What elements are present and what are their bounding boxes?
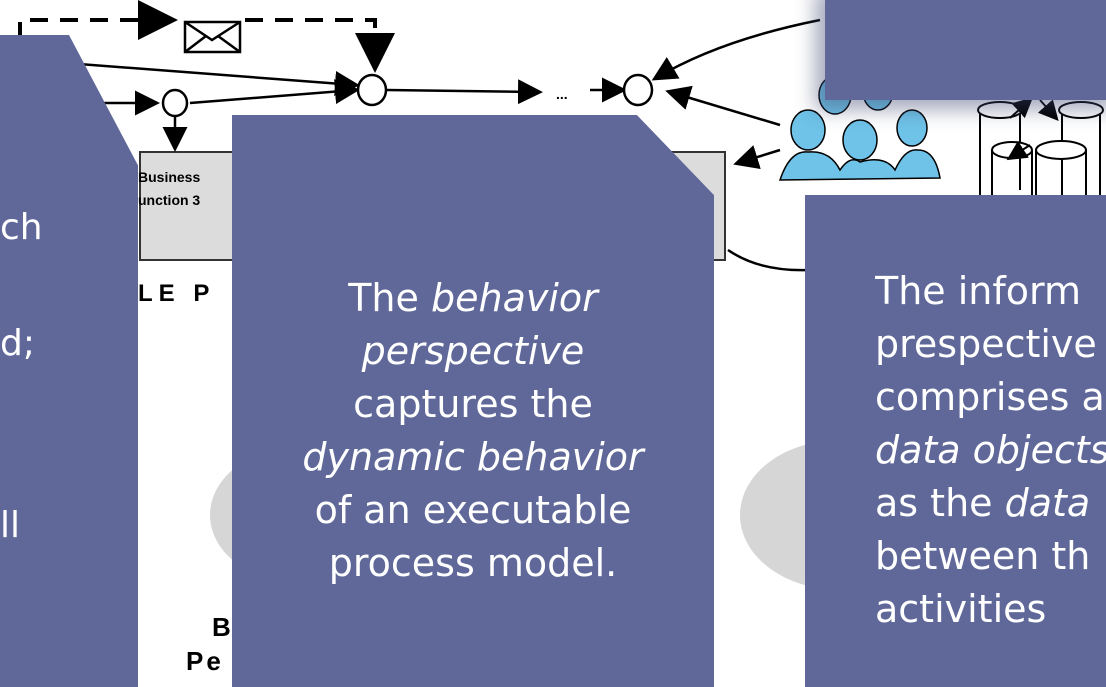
- message-flow-dashed: [18, 0, 178, 40]
- event-circle-1: [161, 88, 189, 118]
- info-line3: comprises a: [875, 375, 1105, 419]
- bottom-label-line2: Pe: [186, 646, 224, 676]
- business-function-line: Business unction 3: [138, 169, 201, 208]
- info-line1: The inform: [875, 269, 1081, 313]
- envelope-icon: [183, 20, 242, 54]
- card-behavior: The behavior perspective captures the dy…: [232, 115, 714, 687]
- card-information: The inform prespective comprises a data …: [805, 195, 1106, 687]
- flow-arc-top-right: [651, 18, 821, 81]
- info-text-block: The inform prespective comprises a data …: [875, 265, 1106, 636]
- behavior-mid1: captures the: [353, 382, 593, 426]
- business-function-label: Business unction 3: [138, 166, 200, 212]
- info-line6: between th: [875, 534, 1091, 578]
- card-left-line1: ch: [0, 207, 43, 248]
- behavior-text-prefix: The: [348, 276, 431, 320]
- info-line4-em: data objects: [875, 428, 1106, 472]
- behavior-em2: dynamic behavior: [302, 435, 644, 479]
- info-line4: data objects: [875, 424, 1106, 477]
- gateway-circle-1: [356, 73, 388, 107]
- info-line5-em: data: [1004, 481, 1091, 525]
- behavior-description: The behavior perspective captures the dy…: [282, 272, 664, 590]
- ellipsis-label: ...: [556, 86, 568, 102]
- message-flow-dashed-2: [245, 18, 395, 73]
- card-top-right: [825, 0, 1106, 100]
- info-line5: as the data: [875, 477, 1106, 530]
- card-left-line3: ll: [0, 505, 21, 546]
- info-line5-prefix: as the: [875, 481, 1005, 525]
- info-line2: prespective: [875, 322, 1097, 366]
- process-label-fragment: LE P: [138, 280, 216, 307]
- flow-line-mid: [189, 79, 360, 105]
- behavior-em1: behavior perspective: [361, 276, 598, 373]
- gateway-circle-2: [622, 73, 654, 107]
- flow-gateway-out: [386, 79, 543, 105]
- card-left: ch d; ll: [0, 35, 138, 687]
- behavior-suffix: of an executable process model.: [314, 488, 632, 585]
- info-line7: activities: [875, 587, 1047, 631]
- database-cylinders-icon: [977, 97, 1104, 200]
- flow-people-to-box: [733, 145, 781, 170]
- bottom-label-line1: B: [212, 612, 231, 642]
- flow-arc-box-right: [727, 248, 811, 272]
- flow-people-to-gateway: [665, 85, 781, 127]
- card-left-line2: d;: [0, 323, 35, 364]
